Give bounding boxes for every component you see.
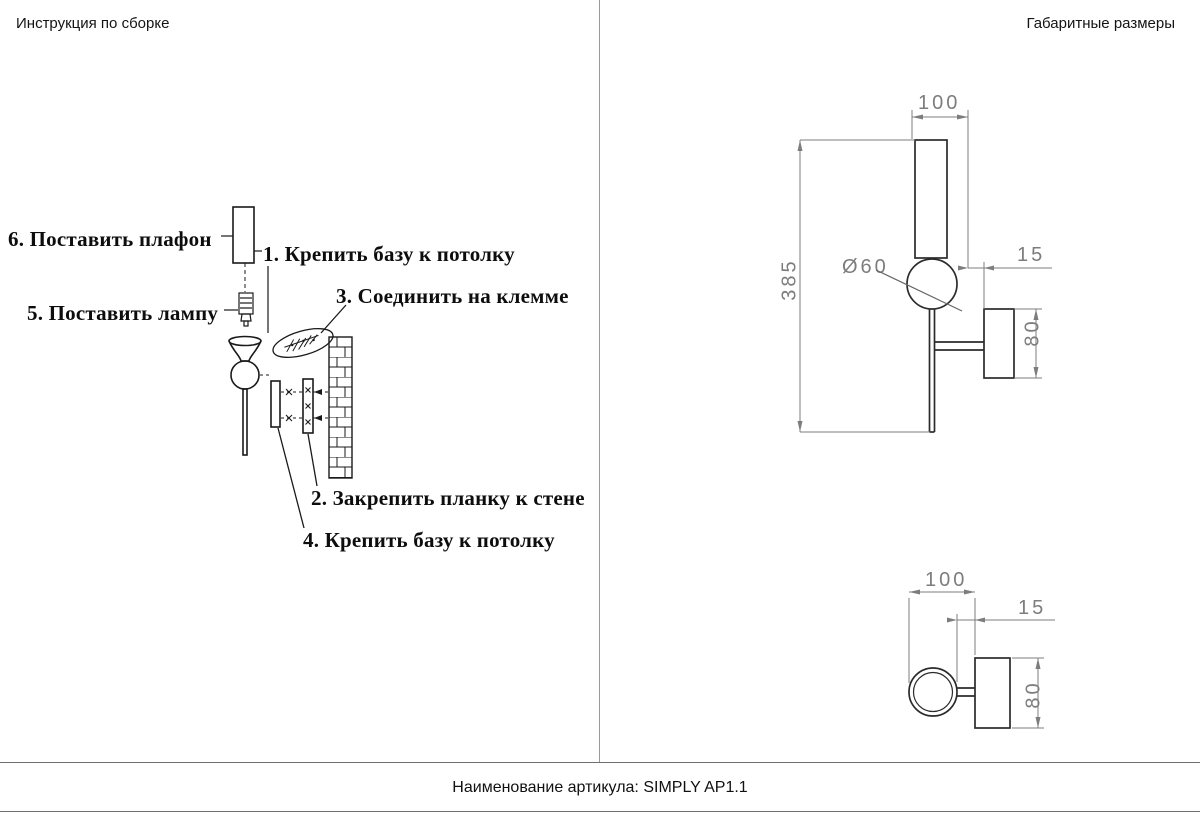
screw-marks xyxy=(281,388,302,422)
left-panel-title: Инструкция по сборке xyxy=(16,15,170,32)
step-1-label: 1. Крепить базу к потолку xyxy=(263,242,515,266)
mounting-strip-part xyxy=(302,378,328,434)
article-name: Наименование артикула: SIMPLY AP1.1 xyxy=(452,779,748,796)
terminal-block xyxy=(272,327,334,359)
shade-ring-inner xyxy=(912,671,954,713)
assembly-diagram xyxy=(221,206,353,529)
front-view-dimensions xyxy=(797,110,1052,433)
bulb-part xyxy=(238,292,254,327)
top-view-drawing xyxy=(908,657,1011,729)
base-cup-part xyxy=(270,380,281,428)
leader-step4 xyxy=(277,427,305,529)
sphere-diameter-dimension: Ø60 xyxy=(842,256,889,278)
footer-bottom-rule xyxy=(0,811,1200,812)
top-offset-dimension: 15 xyxy=(1018,597,1047,619)
step-3-label: 3. Соединить на клемме xyxy=(336,284,569,308)
lamp-body xyxy=(228,335,262,456)
vertical-divider xyxy=(599,0,600,763)
top-view-dimensions xyxy=(908,589,1055,729)
front-offset-dimension: 15 xyxy=(1017,244,1046,266)
wall-plate-outline xyxy=(983,308,1015,379)
step-2-label: 2. Закрепить планку к стене xyxy=(311,486,585,510)
front-width-dimension: 100 xyxy=(918,92,961,114)
leader-step2 xyxy=(307,433,318,487)
top-depth-dimension: 100 xyxy=(925,569,968,591)
arm-outline xyxy=(934,341,984,351)
step-6-label: 6. Поставить плафон xyxy=(8,227,212,251)
footer-top-rule xyxy=(0,762,1200,763)
step-4-label: 4. Крепить базу к потолку xyxy=(303,528,555,552)
brick-wall xyxy=(328,336,353,479)
shade-ring-outer xyxy=(908,667,958,717)
wall-plate-top-view xyxy=(974,657,1011,729)
arm-top-view xyxy=(957,687,975,697)
front-view-drawing xyxy=(906,139,1015,433)
right-panel-title: Габаритные размеры xyxy=(1026,15,1175,32)
sphere-outline xyxy=(906,258,958,310)
leader-step3 xyxy=(320,304,347,334)
step-5-label: 5. Поставить лампу xyxy=(27,301,219,325)
shade-part xyxy=(232,206,255,264)
rod-outline xyxy=(928,309,936,433)
tube-outline xyxy=(914,139,948,259)
